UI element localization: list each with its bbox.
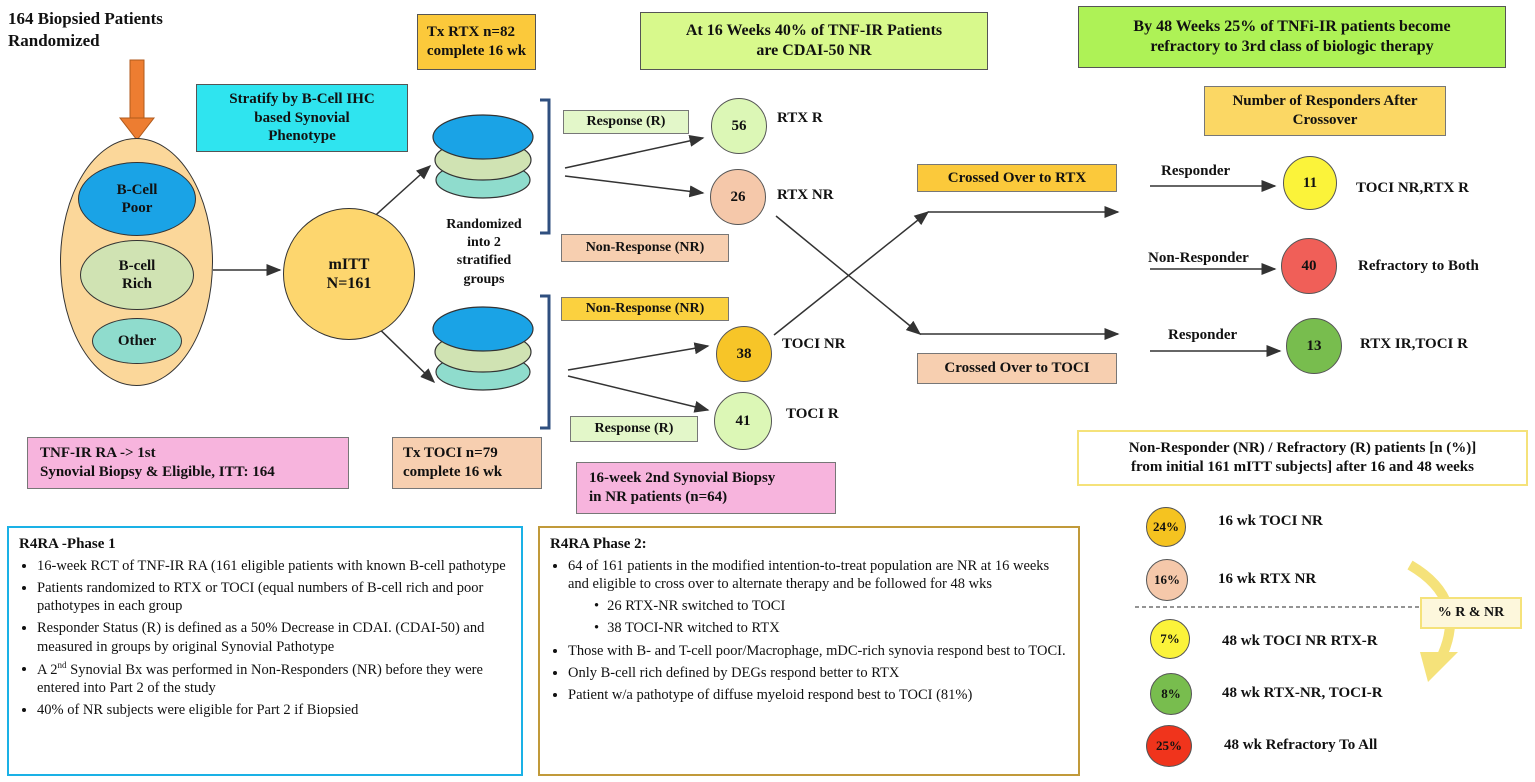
- node-toci-r-label: TOCI R: [786, 406, 839, 422]
- second-biopsy-box: 16-week 2nd Synovial Biopsy in NR patien…: [576, 462, 836, 514]
- non-response-nr-top: Non-Response (NR): [561, 234, 729, 262]
- arrow-mitt-to-rtx: [367, 164, 432, 223]
- phase1-bullet: 16-week RCT of TNF-IR RA (161 eligible p…: [37, 557, 511, 575]
- phase2-sub-bullet: 38 TOCI-NR witched to RTX: [607, 619, 1068, 637]
- tnf-ir-box: TNF-IR RA -> 1st Synovial Biopsy & Eligi…: [27, 437, 349, 489]
- pct-r-nr-tag: % R & NR: [1420, 597, 1522, 629]
- legend-label: 48 wk Refractory To All: [1224, 737, 1378, 753]
- phase2-list: 64 of 161 patients in the modified inten…: [550, 557, 1068, 704]
- node-refractory-label: Refractory to Both: [1358, 258, 1479, 274]
- bcell-poor-oval: B-Cell Poor: [78, 162, 196, 236]
- orange-down-arrow: [118, 59, 156, 141]
- phase1-list: 16-week RCT of TNF-IR RA (161 eligible p…: [19, 557, 511, 719]
- node-toci-nr-rtx-r: 11: [1283, 156, 1337, 210]
- phase2-bullet: Those with B- and T-cell poor/Macrophage…: [568, 642, 1068, 660]
- node-rtx-r-label: RTX R: [777, 110, 823, 126]
- legend-title-box: Non-Responder (NR) / Refractory (R) pati…: [1077, 430, 1528, 486]
- legend-list: 24% 16 wk TOCI NR 16% 16 wk RTX NR 7% 48…: [1140, 503, 1470, 773]
- by-48-weeks-box: By 48 Weeks 25% of TNFi-IR patients beco…: [1078, 6, 1506, 68]
- phase2-bullet: 64 of 161 patients in the modified inten…: [568, 557, 1068, 593]
- response-r-top: Response (R): [563, 110, 689, 134]
- crossed-over-rtx: Crossed Over to RTX: [917, 164, 1117, 192]
- bcell-rich-oval: B-cell Rich: [80, 240, 194, 310]
- node-toci-nr: 38: [716, 326, 772, 382]
- other-oval: Other: [92, 318, 182, 364]
- randomized-label: Randomized into 2 stratified groups: [446, 217, 522, 287]
- phase2-title: R4RA Phase 2:: [550, 536, 647, 552]
- toci-disc-stack: [432, 306, 534, 391]
- tx-toci-box: Tx TOCI n=79 complete 16 wk: [392, 437, 542, 489]
- phase1-title: R4RA -Phase 1: [19, 536, 116, 552]
- node-rtx-nr: 26: [710, 169, 766, 225]
- crossed-over-toci: Crossed Over to TOCI: [917, 353, 1117, 384]
- legend-dot: 7%: [1150, 619, 1190, 659]
- legend-label: 48 wk TOCI NR RTX-R: [1222, 633, 1378, 649]
- phase1-panel: R4RA -Phase 1 16-week RCT of TNF-IR RA (…: [7, 526, 523, 776]
- node-rtx-nr-label: RTX NR: [777, 187, 834, 203]
- mitt-circle: mITT N=161: [283, 208, 415, 340]
- node-refractory: 40: [1281, 238, 1337, 294]
- phase2-panel: R4RA Phase 2: 64 of 161 patients in the …: [538, 526, 1080, 776]
- legend-item: 7% 48 wk TOCI NR RTX-R: [1140, 619, 1470, 663]
- responder-label-2: Responder: [1168, 327, 1238, 343]
- legend-item: 16% 16 wk RTX NR: [1140, 559, 1470, 603]
- phase2-sub-bullet: 26 RTX-NR switched to TOCI: [607, 597, 1068, 615]
- rtx-disc-stack: [432, 114, 534, 199]
- node-toci-nr-label: TOCI NR: [782, 336, 846, 352]
- stratify-box: Stratify by B-Cell IHC based Synovial Ph…: [196, 84, 408, 152]
- non-response-nr-bottom: Non-Response (NR): [561, 297, 729, 321]
- legend-dot: 16%: [1146, 559, 1188, 601]
- legend-item: 24% 16 wk TOCI NR: [1140, 503, 1470, 547]
- response-r-bottom: Response (R): [570, 416, 698, 442]
- num-responders-box: Number of Responders After Crossover: [1204, 86, 1446, 136]
- node-rtx-ir-toci-r-label: RTX IR,TOCI R: [1360, 336, 1468, 352]
- node-rtx-r: 56: [711, 98, 767, 154]
- phase2-bullet: Patient w/a pathotype of diffuse myeloid…: [568, 686, 1068, 704]
- legend-label: 16 wk TOCI NR: [1218, 513, 1323, 529]
- legend-item: 25% 48 wk Refractory To All: [1140, 725, 1470, 769]
- legend-label: 16 wk RTX NR: [1218, 571, 1317, 587]
- bracket-bottom: [540, 294, 551, 430]
- node-toci-nr-rtx-r-label: TOCI NR,RTX R: [1356, 180, 1469, 196]
- bracket-top: [540, 98, 551, 235]
- non-responder-label: Non-Responder: [1148, 250, 1249, 266]
- phase1-bullet: Patients randomized to RTX or TOCI (equa…: [37, 579, 511, 615]
- node-rtx-ir-toci-r: 13: [1286, 318, 1342, 374]
- phase1-bullet: A 2nd Synovial Bx was performed in Non-R…: [37, 660, 511, 697]
- legend-dot: 24%: [1146, 507, 1186, 547]
- phase1-bullet: 40% of NR subjects were eligible for Par…: [37, 701, 511, 719]
- phase1-bullet: Responder Status (R) is defined as a 50%…: [37, 619, 511, 655]
- legend-item: 8% 48 wk RTX-NR, TOCI-R: [1140, 673, 1470, 717]
- top-left-title: 164 Biopsied Patients Randomized: [8, 9, 163, 51]
- responder-label-1: Responder: [1161, 163, 1231, 179]
- at-16-weeks-box: At 16 Weeks 40% of TNF-IR Patients are C…: [640, 12, 988, 70]
- phase2-bullet: Only B-cell rich defined by DEGs respond…: [568, 664, 1068, 682]
- legend-dot: 25%: [1146, 725, 1192, 767]
- legend-dot: 8%: [1150, 673, 1192, 715]
- legend-label: 48 wk RTX-NR, TOCI-R: [1222, 685, 1383, 701]
- tx-rtx-box: Tx RTX n=82 complete 16 wk: [417, 14, 536, 70]
- node-toci-r: 41: [714, 392, 772, 450]
